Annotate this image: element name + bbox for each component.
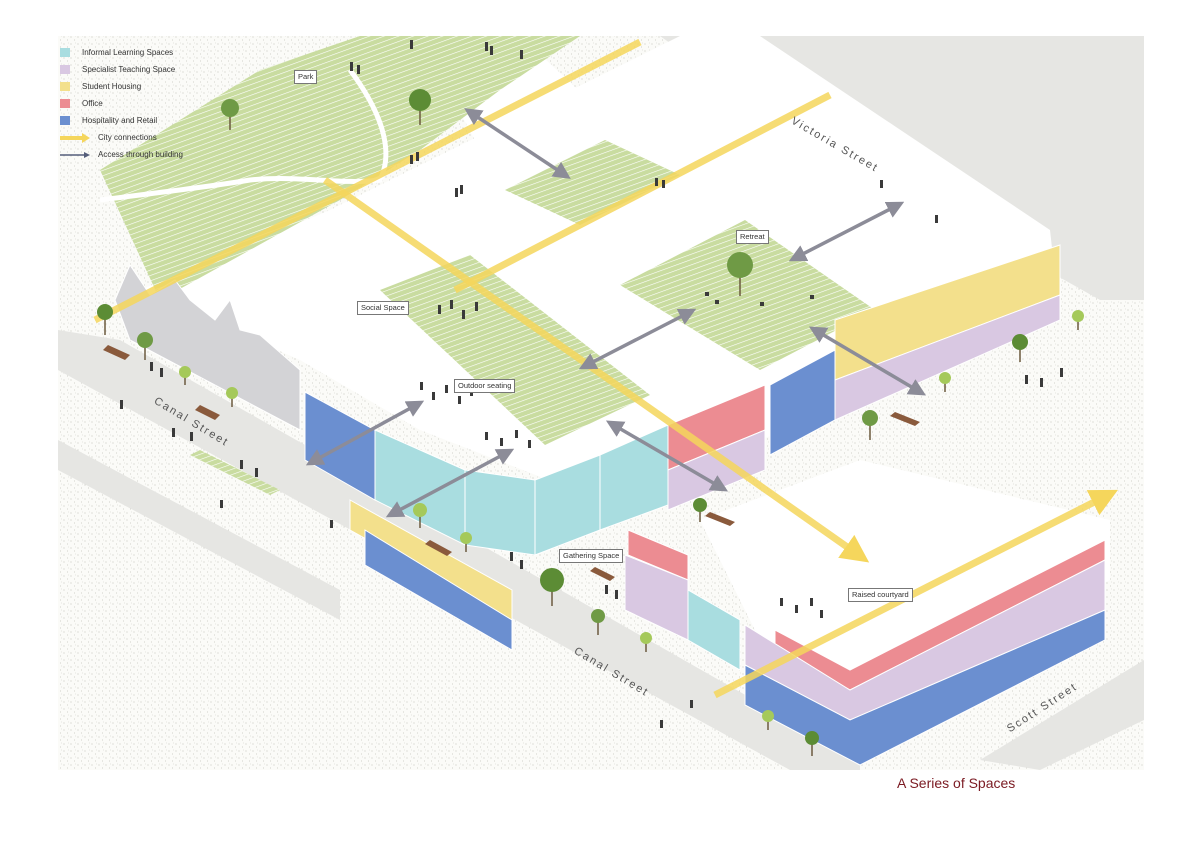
trees (97, 89, 1084, 756)
tree-icon (640, 632, 652, 652)
legend-item-access: Access through building (60, 146, 183, 163)
legend-label: Office (82, 99, 103, 108)
access-arrow-7 (605, 420, 729, 492)
person-icon (172, 428, 258, 477)
legend-label: Access through building (98, 150, 183, 159)
legend-item-office: Office (60, 95, 183, 112)
tree-icon (540, 568, 564, 606)
tree-icon (591, 609, 605, 635)
person-icon (780, 598, 823, 618)
bench-icon (195, 405, 220, 420)
green-spaces (99, 36, 875, 495)
tree-icon (939, 372, 951, 392)
access-arrow-6 (385, 448, 515, 518)
tree-icon (727, 252, 753, 296)
tree-icon (805, 731, 819, 756)
person-icon (120, 362, 163, 409)
tree-icon (221, 99, 239, 130)
person-icon (220, 500, 693, 728)
legend-item-hospitality: Hospitality and Retail (60, 112, 183, 129)
legend-label: Informal Learning Spaces (82, 48, 174, 57)
park-green (100, 36, 580, 300)
bench-icon (425, 540, 452, 556)
access-arrow-1 (464, 108, 571, 179)
callout-social-space: Social Space (357, 301, 409, 315)
tree-icon (762, 710, 774, 730)
legend-swatch (60, 48, 70, 57)
diagram-caption: A Series of Spaces (897, 775, 1016, 791)
person-icon (438, 300, 478, 319)
retail-lower-right (744, 609, 1106, 766)
access-arrow-4 (808, 326, 927, 396)
person-icon (350, 40, 413, 74)
canal-green-strip (190, 450, 280, 495)
legend-swatch (60, 99, 70, 108)
canal-street-road (58, 330, 860, 770)
tree-icon (862, 410, 878, 440)
scott-street-road (980, 660, 1144, 770)
tree-icon (413, 503, 427, 528)
callout-outdoor-seating: Outdoor seating (454, 379, 516, 393)
legend-label: Student Housing (82, 82, 142, 91)
person-icon (485, 430, 531, 448)
side-road (840, 36, 1144, 200)
tree-icon (693, 498, 707, 522)
legend-swatch (60, 82, 70, 91)
legend: Informal Learning Spaces Specialist Teac… (60, 44, 183, 163)
bench-icon (590, 567, 615, 581)
access-arrow-2 (788, 201, 905, 262)
access-arrow-3 (578, 308, 697, 370)
legend-label: Hospitality and Retail (82, 116, 158, 125)
person-icon (655, 178, 938, 223)
access-arrow-5 (305, 400, 425, 466)
informal-learning-block-b (464, 469, 536, 556)
social-space-green (380, 255, 650, 445)
informal-lower (687, 589, 741, 671)
person-icon (485, 42, 523, 59)
access-arrows (305, 108, 927, 518)
legend-item-city-connections: City connections (60, 129, 183, 146)
tree-icon (1072, 310, 1084, 330)
person-icon (510, 552, 618, 599)
legend-label: Specialist Teaching Space (82, 65, 176, 74)
callout-raised-courtyard: Raised courtyard (848, 588, 913, 602)
tree-icon (409, 89, 431, 125)
small-green (505, 140, 680, 225)
legend-label: City connections (98, 133, 157, 142)
bench-icon (103, 345, 130, 360)
city-connection-1 (93, 38, 642, 324)
tree-icon (226, 387, 238, 407)
people (120, 40, 1063, 728)
tree-icon (460, 532, 472, 552)
lower-road (58, 440, 340, 620)
person-icon (705, 292, 814, 306)
callout-retreat: Retreat (736, 230, 769, 244)
benches (103, 345, 920, 581)
tree-icon (97, 304, 113, 335)
retail-lower (364, 529, 513, 651)
yellow-arrow-icon (60, 132, 90, 143)
callout-park: Park (294, 70, 318, 84)
person-icon (410, 152, 463, 197)
person-icon (1025, 368, 1063, 387)
bench-icon (890, 412, 920, 426)
grey-arrow-icon (60, 151, 90, 158)
tree-icon (137, 332, 153, 360)
tree-icon (179, 366, 191, 385)
city-connection-3 (453, 91, 832, 294)
callout-gathering-space: Gathering Space (559, 549, 624, 563)
legend-swatch (60, 116, 70, 125)
tree-icon (1012, 334, 1028, 362)
legend-swatch (60, 65, 70, 74)
legend-item-informal: Informal Learning Spaces (60, 44, 183, 61)
bench-icon (705, 512, 735, 526)
legend-item-housing: Student Housing (60, 78, 183, 95)
legend-item-specialist: Specialist Teaching Space (60, 61, 183, 78)
park-path (99, 68, 389, 203)
